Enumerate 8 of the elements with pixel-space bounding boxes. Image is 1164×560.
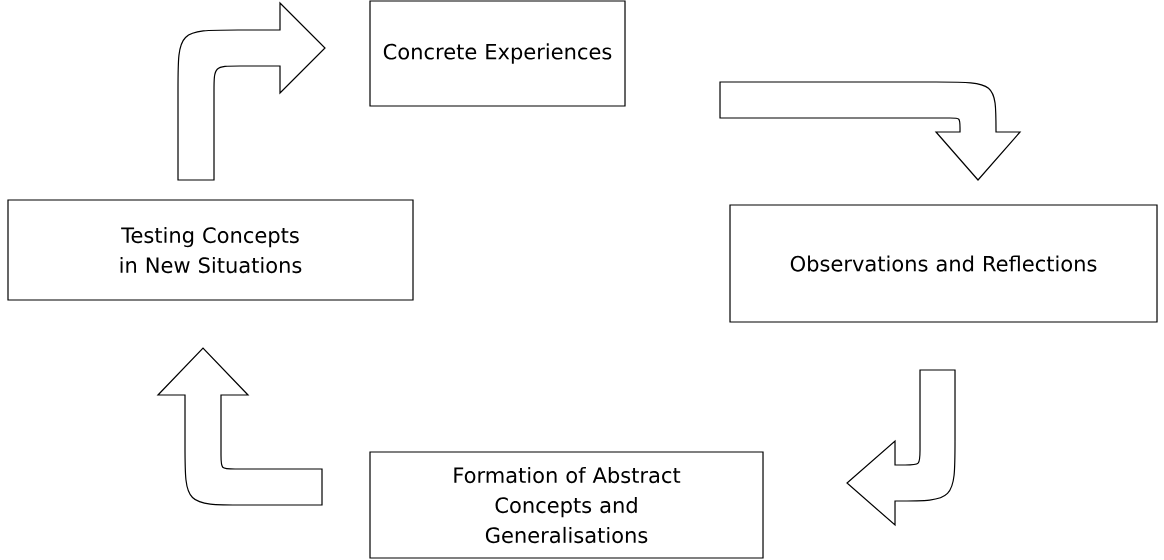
block-arrow [157,347,323,506]
process-box: Observations and Reflections [729,204,1158,323]
process-box: Testing Concepts in New Situations [7,199,414,301]
block-arrow [846,369,956,526]
process-box: Formation of Abstract Concepts and Generalisations [369,451,764,559]
process-box: Concrete Experiences [369,0,626,107]
block-arrow [177,2,326,181]
block-arrow [719,81,1021,181]
